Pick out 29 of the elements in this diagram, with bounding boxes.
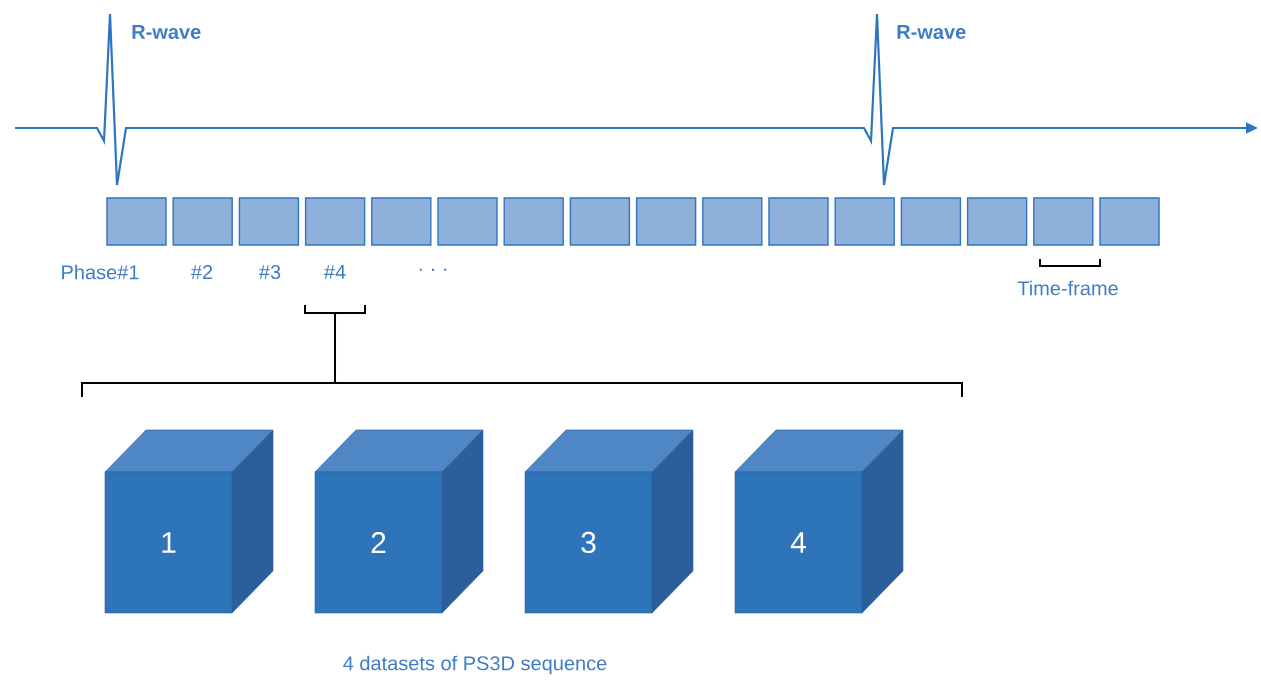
- phase-label: #3: [259, 264, 281, 280]
- time-frame-box: [503, 197, 564, 246]
- time-frame-box: [768, 197, 829, 246]
- time-frame-label: Time-frame: [1017, 280, 1118, 296]
- time-frame-box: [1033, 197, 1094, 246]
- time-frame-box: [569, 197, 631, 246]
- cube: 1: [104, 429, 274, 614]
- phase-label: · · ·: [419, 268, 447, 271]
- time-frame-box: [437, 197, 498, 246]
- phase-label: #4: [324, 265, 346, 279]
- time-frame-box: [834, 197, 895, 246]
- cube: 2: [314, 429, 484, 614]
- cube: 3: [524, 429, 694, 614]
- caption: 4 datasets of PS3D sequence: [343, 655, 607, 675]
- time-frame-box: [1099, 197, 1160, 246]
- time-frame-box: [106, 197, 167, 246]
- time-frame-box: [371, 197, 432, 246]
- time-frame-box: [238, 197, 300, 246]
- phase-label: #2: [191, 265, 213, 279]
- time-frame-box: [966, 197, 1028, 246]
- wave-label: R-wave: [132, 25, 201, 39]
- phase-label: Phase#1: [62, 264, 139, 280]
- time-frame-box: [304, 197, 366, 246]
- cube: 4: [734, 429, 904, 614]
- time-frame-box: [635, 197, 697, 246]
- time-frame-box: [172, 197, 233, 246]
- time-frame-box: [900, 197, 962, 246]
- time-frame-box: [702, 197, 763, 246]
- wave-label: R-wave: [897, 25, 966, 39]
